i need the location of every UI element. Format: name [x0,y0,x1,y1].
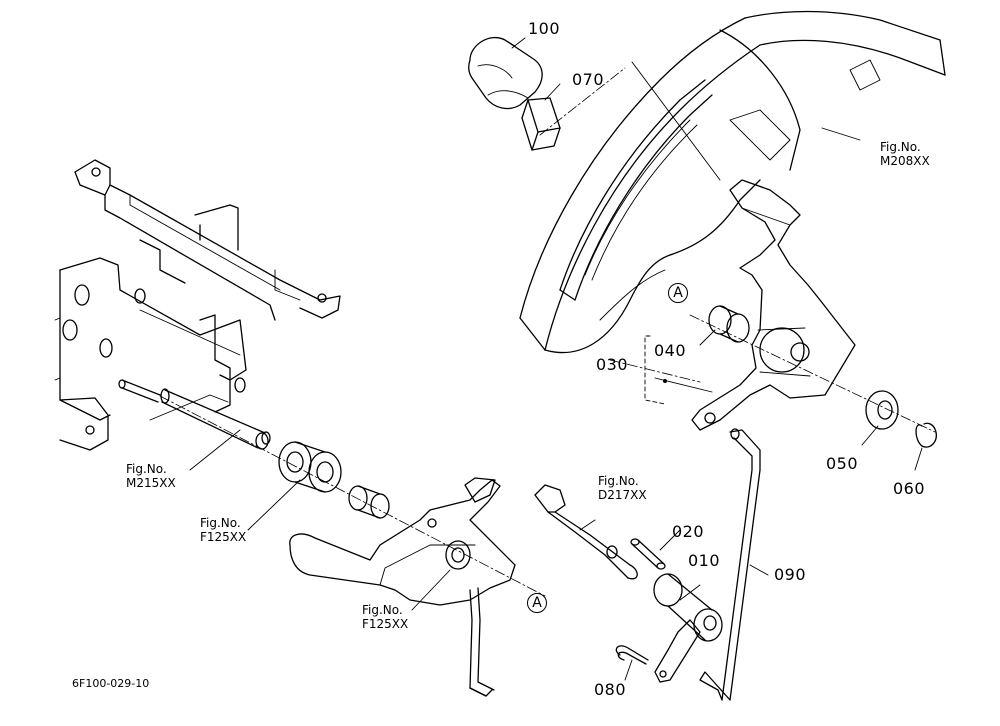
diagram-code: 6F100-029-10 [72,677,150,690]
label-060: 060 [893,479,926,498]
chassis-frame [54,159,341,451]
ref-m215xx-line1: Fig.No. [126,462,167,476]
bracket-d217 [534,484,638,580]
insert-070 [521,97,561,151]
ref-f125xx-bushing-line1: Fig.No. [200,516,241,530]
center-lines [159,67,936,597]
ref-d217xx: Fig.No. D217XX [598,474,647,502]
ref-f125xx-bushing-line2: F125XX [200,530,247,544]
label-070: 070 [572,70,605,89]
sleeve [348,485,390,519]
label-080: 080 [594,680,627,699]
marker-a-lower: A [527,593,547,613]
leader-lines [189,37,923,681]
ref-f125xx-bushing: Fig.No. F125XX [200,516,246,544]
ref-m208xx-line1: Fig.No. [880,140,921,154]
bushing [278,441,342,493]
pedal-lever [289,477,516,697]
ref-m215xx: Fig.No. M215XX [126,462,176,490]
arm-010 [653,573,723,683]
bushing-040 [708,305,750,343]
knob-100 [468,36,543,110]
label-050: 050 [826,454,859,473]
ref-d217xx-line1: Fig.No. [598,474,639,488]
ref-m208xx: Fig.No. M208XX [880,140,930,168]
ref-m215xx-line2: M215XX [126,476,176,490]
marker-a-upper: A [668,283,688,303]
cotter-pin-080 [615,645,649,665]
ref-d217xx-line2: D217XX [598,488,647,502]
ref-m208xx-line2: M208XX [880,154,930,168]
label-090: 090 [774,565,807,584]
ref-f125xx-lever-line1: Fig.No. [362,603,403,617]
pin-020 [630,538,666,570]
label-030: 030 [596,355,629,374]
label-010: 010 [688,551,721,570]
label-020: 020 [672,522,705,541]
fender-panel [519,10,946,354]
ref-f125xx-lever-line2: F125XX [362,617,409,631]
label-100: 100 [528,19,561,38]
clip-060 [915,422,937,448]
label-040: 040 [654,341,687,360]
leader-dot [663,379,667,383]
washer-050 [865,390,899,430]
ref-f125xx-lever: Fig.No. F125XX [362,603,408,631]
rod-090 [699,428,761,701]
lever-030 [691,179,856,431]
